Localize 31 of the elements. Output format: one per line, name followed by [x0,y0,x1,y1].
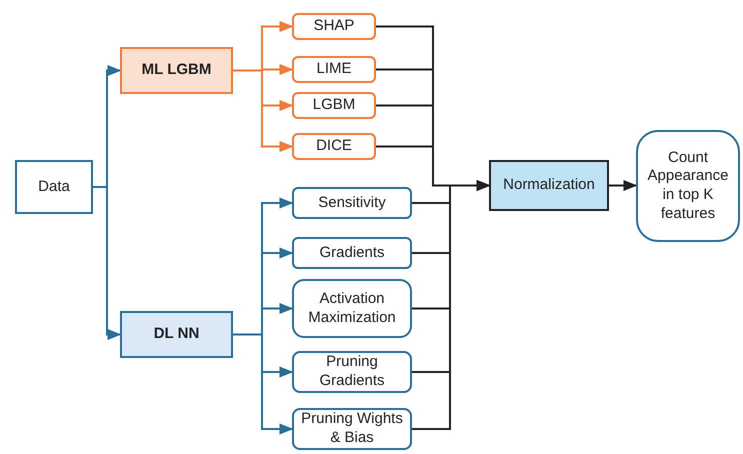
method-box [292,13,376,40]
node-label: Gradients [319,244,385,262]
node-label: Pruning Gradients [318,353,386,391]
method-box [292,92,376,119]
method-box [292,237,412,269]
node-label: DICE [316,137,352,156]
process-box [120,311,233,358]
process-box [120,47,233,94]
node-label: Data [38,178,70,196]
node-label: DL NN [154,325,200,344]
process-box [489,160,609,211]
node-label: SHAP [314,17,354,36]
method-box [292,56,376,83]
method-box [292,133,376,160]
result-box [636,130,740,242]
node-label: Normalization [503,176,595,195]
method-box [292,187,412,219]
arrow [609,180,638,192]
node-label: LIME [316,60,352,79]
arrow [233,334,294,435]
node-label: LGBM [312,96,356,115]
process-box [15,160,93,214]
method-box [292,351,412,393]
node-label: ML LGBM [142,61,212,80]
arrow [412,180,490,430]
node-label: Pruning Wights & Bias [300,410,404,448]
method-box [292,408,412,450]
node-label: Sensitivity [318,194,386,212]
node-label: Count Appearance in top K features [646,148,730,224]
node-label: Activation Maximization [307,290,397,328]
method-box [292,279,412,338]
